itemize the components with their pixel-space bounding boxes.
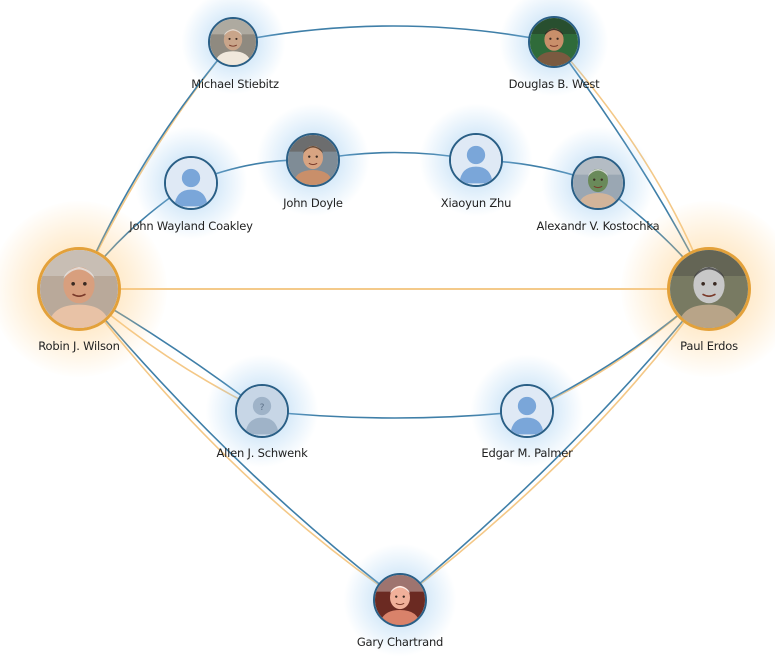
node-label: Edgar M. Palmer (481, 446, 573, 460)
node-label: Gary Chartrand (356, 635, 444, 649)
person-photo-avatar[interactable] (373, 573, 427, 627)
node-label: Allen J. Schwenk (216, 446, 308, 460)
person-photo-avatar[interactable] (571, 156, 625, 210)
person-silhouette-icon[interactable] (500, 384, 554, 438)
node-label: Robin J. Wilson (38, 339, 120, 353)
person-photo-avatar[interactable] (667, 247, 751, 331)
node-label: John Wayland Coakley (129, 219, 253, 233)
highlight-path-wilson-chartrand (78, 288, 401, 601)
node-label: Michael Stiebitz (191, 77, 279, 91)
unknown-person-avatar[interactable]: ? (235, 384, 289, 438)
edge-michael-douglas (232, 25, 555, 43)
node-label: Alexandr V. Kostochka (536, 219, 660, 233)
edge-wilson-chartrand (78, 288, 401, 601)
edge-chartrand-erdos (399, 288, 710, 601)
person-photo-avatar[interactable] (528, 16, 580, 68)
person-photo-avatar[interactable] (286, 133, 340, 187)
node-label: Paul Erdos (680, 339, 738, 353)
svg-text:?: ? (260, 402, 265, 413)
node-label: Xiaoyun Zhu (440, 196, 512, 210)
person-silhouette-icon[interactable] (164, 156, 218, 210)
node-label: John Doyle (283, 196, 343, 210)
person-photo-avatar[interactable] (37, 247, 121, 331)
edge-schwenk-palmer (261, 410, 528, 419)
person-silhouette-icon[interactable] (449, 133, 503, 187)
highlight-path-chartrand-erdos (399, 288, 710, 601)
node-label: Douglas B. West (508, 77, 600, 91)
person-photo-avatar[interactable] (208, 17, 258, 67)
